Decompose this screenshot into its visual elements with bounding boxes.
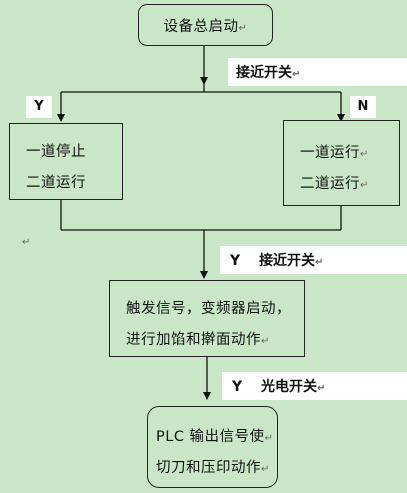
plc-box-line-1: PLC 输出信号使 (156, 429, 265, 445)
proximity-switch-label-1: 接近开关↵ (228, 58, 407, 86)
action-box-line-1: 触发信号，变频器启动， (126, 301, 291, 317)
action-box-line-2: 进行加馅和擀面动作 (126, 332, 261, 348)
right-box-line-2: 二道运行 (300, 176, 360, 192)
paragraph-mark: ↵ (22, 237, 31, 248)
left-state-box: 一道停止 二道运行 (9, 123, 123, 200)
start-node-label: 设备总启动 (163, 19, 239, 35)
action-box: 触发信号，变频器启动， 进行加馅和擀面动作↵ (109, 280, 305, 357)
plc-output-box: PLC 输出信号使↵ 切刀和压印动作↵ (147, 406, 278, 488)
proximity-switch-label-2: Y 接近开关↵ (220, 246, 407, 274)
branch-no-label: N (350, 96, 376, 118)
branch-yes-label: Y (26, 96, 52, 118)
photoelectric-switch-label: Y 光电开关↵ (222, 372, 407, 400)
plc-box-line-2: 切刀和压印动作 (156, 460, 261, 476)
right-box-line-1: 一道运行 (300, 145, 360, 161)
left-box-line-1: 一道停止 (26, 144, 86, 160)
left-box-line-2: 二道运行 (26, 175, 86, 191)
right-state-box: 一道运行↵ 二道运行↵ (283, 120, 400, 206)
start-node: 设备总启动↵ (138, 4, 273, 46)
